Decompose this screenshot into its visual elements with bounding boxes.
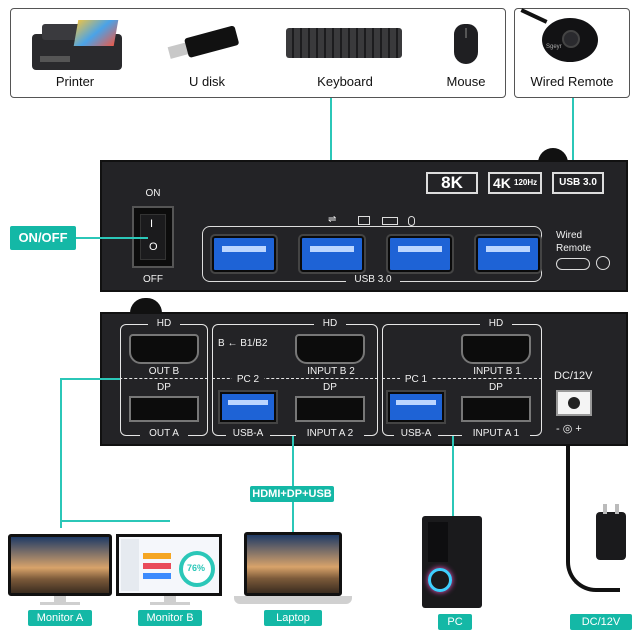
monitor-connector-h (60, 378, 120, 380)
usb-port-4[interactable] (474, 234, 542, 274)
usb-port-3[interactable] (386, 234, 454, 274)
badge-usb3: USB 3.0 (552, 172, 604, 194)
monitor-a-tag: Monitor A (28, 610, 92, 626)
pc2-group (212, 324, 378, 436)
pc2-usb-a-label: USB-A (226, 428, 270, 439)
monitor-b-base (150, 602, 190, 605)
badge-4k: 4K 120Hz (488, 172, 542, 194)
input-b2-label: INPUT B 2 (307, 366, 355, 377)
out-a-label: OUT A (140, 428, 188, 439)
usb-port-2[interactable] (298, 234, 366, 274)
keyboard-label: Keyboard (317, 74, 373, 89)
mouse-label: Mouse (446, 74, 486, 89)
input-b2-hdmi-port[interactable] (295, 334, 365, 364)
monitor-b-tag: Monitor B (138, 610, 202, 626)
pc2-usb-a-port[interactable] (218, 390, 278, 424)
pc1-hd-label: HD (480, 318, 512, 329)
back-knob (130, 298, 162, 314)
off-label: OFF (143, 274, 163, 285)
on-label: ON (145, 188, 161, 199)
pc2-dp-label: DP (323, 382, 337, 393)
dc-polarity: - ◎ + (556, 423, 582, 435)
onoff-tag: ON/OFF (10, 226, 76, 250)
pc2-hd-label: HD (314, 318, 346, 329)
pc2-divider (212, 378, 378, 379)
input-a1-label: INPUT A 1 (462, 428, 530, 439)
remote-brand: Sgeyr (546, 44, 562, 50)
input-a2-dp-port[interactable] (295, 396, 365, 422)
monitor-b-gauge: 76% (179, 551, 215, 587)
printer-icon (32, 20, 122, 70)
monitor-b-stand (164, 596, 176, 604)
input-a1-dp-port[interactable] (461, 396, 531, 422)
keyboard-small-icon (382, 217, 398, 225)
out-b-hdmi-port[interactable] (129, 334, 199, 364)
pc1-usb-a-port[interactable] (386, 390, 446, 424)
dc-cable-curve (566, 482, 620, 592)
printer-label: Printer (55, 74, 95, 89)
monitor-a-base (40, 602, 80, 605)
input-b1-hdmi-port[interactable] (461, 334, 531, 364)
input-a2-label: INPUT A 2 (296, 428, 364, 439)
pc1-dp-label: DP (489, 382, 503, 393)
hub-connector-up (292, 436, 294, 486)
wired-remote-label: Wired Remote (530, 74, 614, 89)
peripherals-connector (330, 98, 332, 212)
pc2-label: PC 2 (232, 374, 264, 385)
pc1-usb-a-label: USB-A (394, 428, 438, 439)
pc-tower (422, 516, 482, 608)
badge-8k: 8K (426, 172, 478, 194)
audio-jack-icon (596, 256, 610, 270)
dc-port[interactable] (556, 390, 592, 416)
udisk-label: U disk (188, 74, 226, 89)
badge-120hz-text: 120Hz (514, 178, 538, 187)
hub-tag: HDMI+DP+USB (250, 486, 334, 502)
wired-remote-port-label-2: Remote (556, 243, 592, 254)
wired-remote-port-label-1: Wired (556, 230, 583, 241)
out-hd-label: HD (148, 318, 180, 329)
hub-connector-down (292, 502, 294, 532)
output-divider (104, 378, 208, 379)
wired-remote-port[interactable] (556, 258, 590, 270)
usb-label: USB 3.0 (346, 274, 400, 285)
pc1-divider (382, 378, 542, 379)
laptop-screen (244, 532, 342, 596)
dc-label: DC/12V (554, 370, 593, 382)
out-dp-label: DP (157, 382, 171, 393)
monitor-connector-v (60, 378, 62, 528)
pc-tag: PC (438, 614, 472, 630)
monitor-a-screen (8, 534, 112, 596)
laptop-base (234, 596, 352, 604)
pc-connector (452, 436, 454, 516)
usb-symbol-icon: ⇌ (328, 214, 337, 225)
pc1-label: PC 1 (400, 374, 432, 385)
monitor-a-stand (54, 596, 66, 604)
monitor-b-percent: 76% (187, 563, 206, 573)
dc-cable (566, 444, 570, 484)
monitor-connector-bar (60, 520, 170, 522)
monitor-b-screen: 76% (116, 534, 222, 596)
printer-small-icon (358, 216, 370, 225)
out-a-dp-port[interactable] (129, 396, 199, 422)
mouse-icon (454, 24, 478, 64)
b-arrow-label: B ← B1/B2 (218, 338, 268, 349)
input-b1-label: INPUT B 1 (473, 366, 521, 377)
usb-port-1[interactable] (210, 234, 278, 274)
switch-off-symbol: O (149, 241, 158, 253)
onoff-connector (76, 237, 148, 239)
dc-tag: DC/12V (570, 614, 632, 630)
remote-connector (572, 98, 574, 218)
power-adapter (596, 504, 626, 560)
keyboard-icon (286, 28, 402, 58)
mouse-small-icon (408, 216, 415, 226)
laptop-tag: Laptop (264, 610, 322, 626)
pc-fan (428, 568, 452, 592)
wired-remote-icon: Sgeyr (542, 18, 598, 62)
badge-4k-text: 4K (493, 175, 511, 191)
switch-on-symbol: I (150, 218, 154, 230)
out-b-label: OUT B (148, 366, 180, 377)
